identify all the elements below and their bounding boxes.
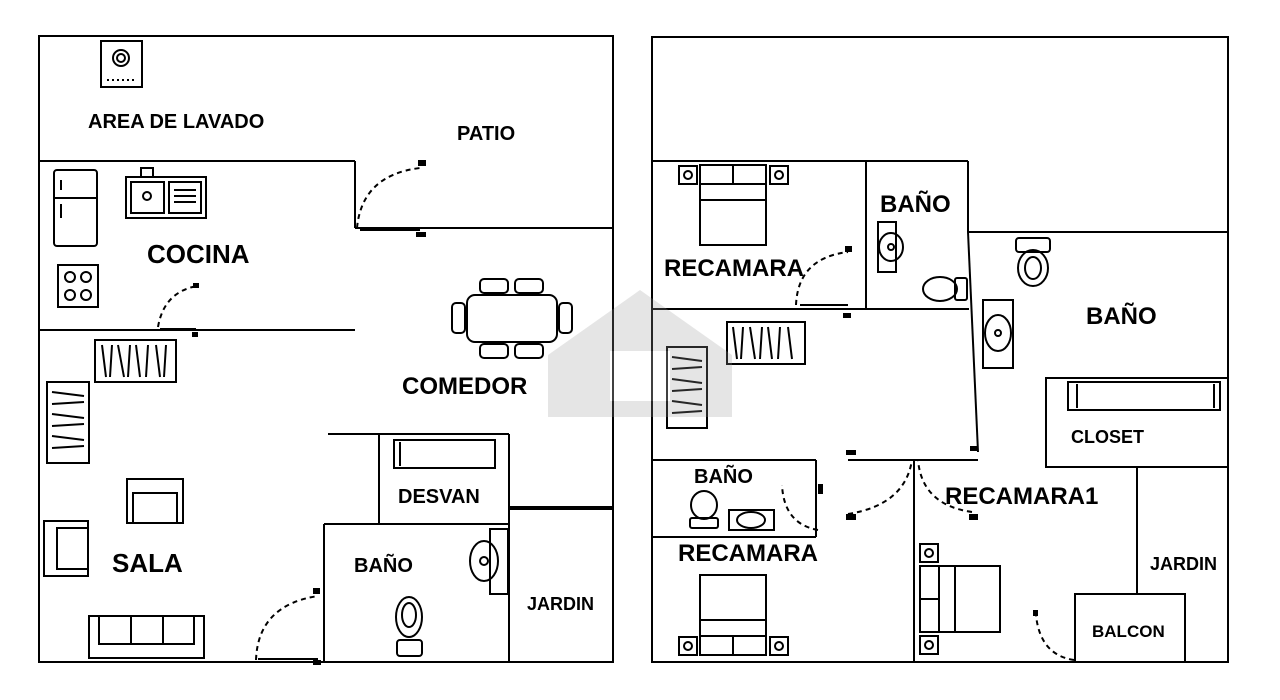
room-label-recamara1: RECAMARA1 — [945, 483, 1099, 510]
door-swing-icon — [157, 167, 1075, 661]
fridge-icon — [53, 169, 98, 247]
sink-icon — [125, 167, 207, 219]
bed-icon — [678, 164, 1001, 656]
watermark-logo-icon — [548, 290, 732, 417]
room-label-recamara-top: RECAMARA — [664, 255, 804, 282]
room-label-bano-small: BAÑO — [880, 191, 951, 218]
room-label-sala: SALA — [112, 548, 183, 578]
sofa-icon — [88, 615, 205, 659]
room-label-balcon: BALCON — [1092, 622, 1165, 641]
room-label-area-lavado: AREA DE LAVADO — [88, 111, 265, 133]
room-label-bano-bottom: BAÑO — [694, 466, 753, 488]
washbasin-icon — [728, 221, 1014, 531]
washer-icon — [100, 40, 143, 88]
room-label-recamara-bottom: RECAMARA — [678, 540, 818, 567]
toilet-icon — [689, 237, 1051, 529]
room-label-closet: CLOSET — [1071, 427, 1145, 447]
room-label-jardin-right: JARDIN — [1150, 554, 1218, 574]
toilet-icon — [395, 596, 423, 657]
closet-icon — [46, 339, 496, 469]
right-plan-outline — [651, 36, 1229, 663]
washbasin-icon — [469, 528, 509, 595]
dining-table-icon — [451, 278, 573, 359]
closet-icon — [666, 321, 1221, 429]
room-label-patio: PATIO — [457, 123, 516, 145]
room-label-bano-large: BAÑO — [1086, 303, 1157, 330]
room-label-comedor: COMEDOR — [402, 373, 528, 400]
room-label-cocina: COCINA — [147, 239, 250, 269]
stove-icon — [57, 264, 99, 308]
room-label-jardin-left: JARDIN — [527, 594, 595, 614]
room-label-desvan: DESVAN — [398, 486, 480, 508]
left-plan-outline — [38, 35, 614, 663]
room-label-bano-left: BAÑO — [354, 555, 413, 577]
armchair-icon — [43, 478, 184, 577]
